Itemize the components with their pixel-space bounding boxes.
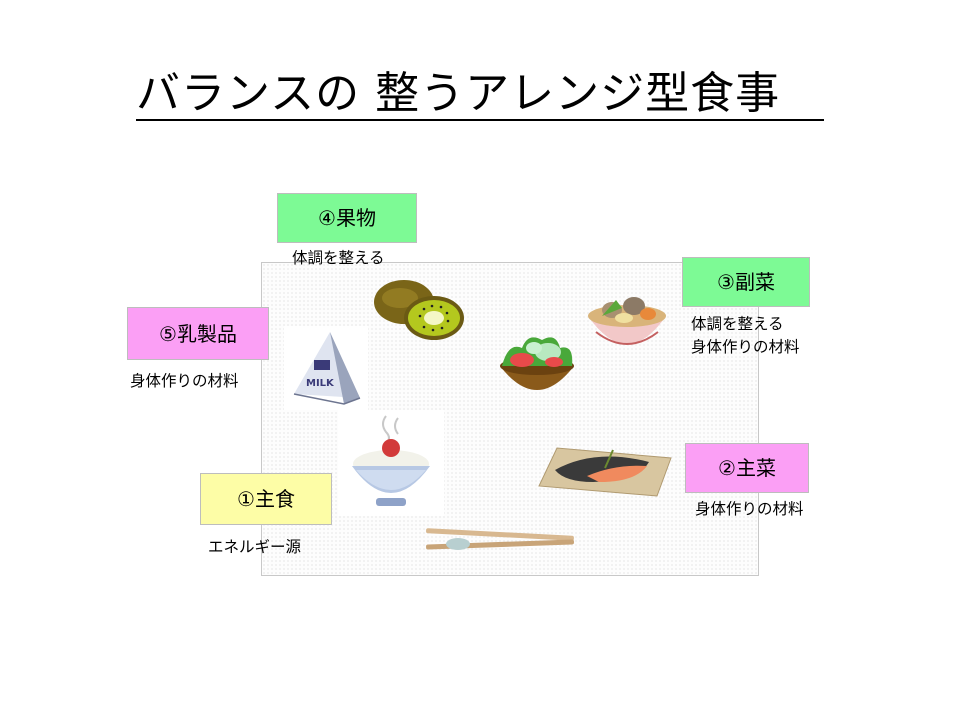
desc-fruit: 体調を整える <box>292 249 385 267</box>
label-staple: ①主食 <box>200 473 332 525</box>
chopsticks-icon <box>426 528 574 550</box>
grilled-fish-icon <box>538 447 672 497</box>
stew-bowl-icon <box>588 297 666 345</box>
label-main-dish: ②主菜 <box>685 443 809 493</box>
salad-icon <box>500 337 574 390</box>
title-underline <box>136 119 824 121</box>
milk-carton-icon: MILK <box>284 326 368 410</box>
desc-dairy: 身体作りの材料 <box>130 372 239 390</box>
label-dairy: ⑤乳製品 <box>127 307 269 360</box>
kiwi-icon <box>374 280 464 340</box>
desc-staple: エネルギー源 <box>208 538 302 556</box>
desc-side-dish-2: 身体作りの材料 <box>691 338 800 356</box>
rice-bowl-icon <box>338 410 444 516</box>
label-side-dish: ③副菜 <box>682 257 810 307</box>
desc-main-dish: 身体作りの材料 <box>695 500 804 518</box>
milk-text: MILK <box>306 378 335 389</box>
label-fruit: ④果物 <box>277 193 417 243</box>
page-title: バランスの 整うアレンジ型食事 <box>136 68 781 119</box>
desc-side-dish-1: 体調を整える <box>691 315 784 333</box>
meal-tray <box>261 262 759 576</box>
